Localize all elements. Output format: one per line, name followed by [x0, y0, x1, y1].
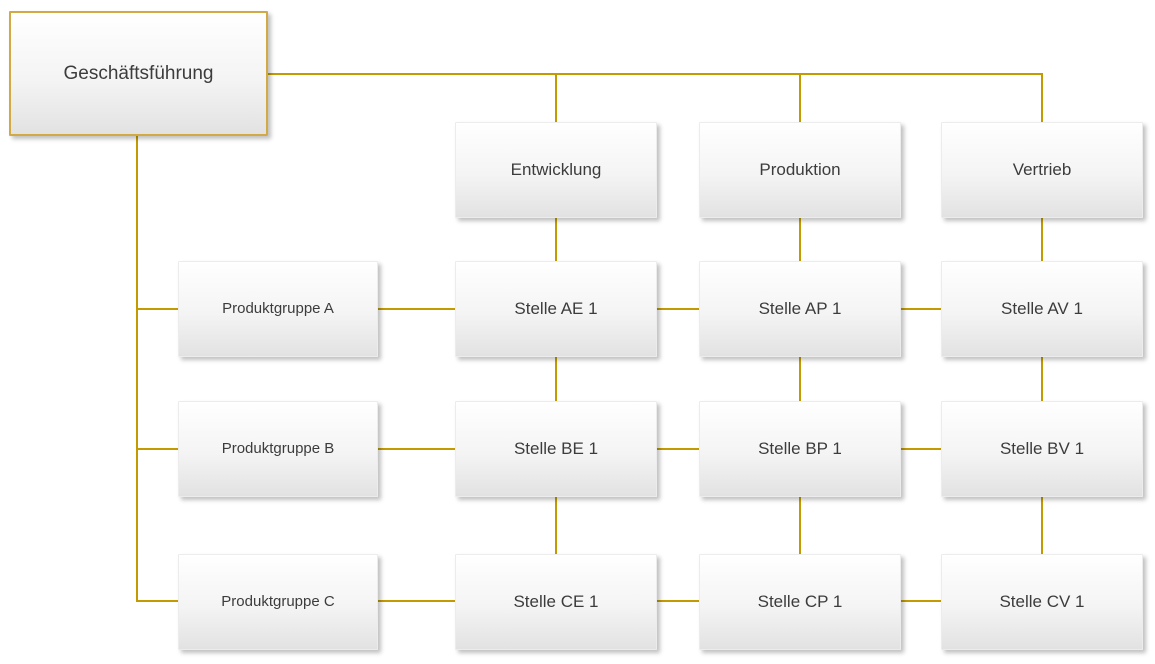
node-stelle-cp-1[interactable]: Stelle CP 1 — [699, 554, 901, 650]
node-stelle-av-1[interactable]: Stelle AV 1 — [941, 261, 1143, 357]
connector-col-v-a-to-b — [1041, 357, 1043, 401]
connector-col-e-a-to-b — [555, 357, 557, 401]
connector-row-c-seg2 — [657, 600, 699, 602]
connector-col-v-header-to-a — [1041, 218, 1043, 261]
node-stelle-cv-1-label: Stelle CV 1 — [999, 592, 1085, 612]
connector-row-a-seg3 — [900, 308, 941, 310]
connector-drop-entwicklung — [555, 74, 557, 122]
connector-drop-produktion — [799, 74, 801, 122]
node-stelle-ap-1-label: Stelle AP 1 — [758, 299, 842, 319]
node-produktgruppe-c[interactable]: Produktgruppe C — [178, 554, 378, 650]
connector-col-v-b-to-c — [1041, 497, 1043, 554]
node-entwicklung[interactable]: Entwicklung — [455, 122, 657, 218]
connector-row-a-seg1 — [378, 308, 455, 310]
connector-row-b-seg2 — [657, 448, 699, 450]
node-stelle-ap-1[interactable]: Stelle AP 1 — [699, 261, 901, 357]
connector-trunk-to-row-a — [136, 308, 178, 310]
node-stelle-be-1[interactable]: Stelle BE 1 — [455, 401, 657, 497]
connector-col-p-a-to-b — [799, 357, 801, 401]
connector-col-p-header-to-a — [799, 218, 801, 261]
node-stelle-cp-1-label: Stelle CP 1 — [757, 592, 843, 612]
node-produktgruppe-a-label: Produktgruppe A — [222, 299, 334, 317]
node-stelle-ae-1[interactable]: Stelle AE 1 — [455, 261, 657, 357]
connector-row-b-seg1 — [378, 448, 455, 450]
connector-col-e-header-to-a — [555, 218, 557, 261]
node-stelle-cv-1[interactable]: Stelle CV 1 — [941, 554, 1143, 650]
node-entwicklung-label: Entwicklung — [510, 160, 602, 180]
node-stelle-ce-1[interactable]: Stelle CE 1 — [455, 554, 657, 650]
node-produktgruppe-b[interactable]: Produktgruppe B — [178, 401, 378, 497]
node-vertrieb-label: Vertrieb — [1012, 160, 1072, 180]
connector-row-c-seg1 — [378, 600, 455, 602]
connector-col-e-b-to-c — [555, 497, 557, 554]
connector-col-p-b-to-c — [799, 497, 801, 554]
connector-root-trunk-vertical — [136, 136, 138, 602]
node-produktion-label: Produktion — [759, 160, 841, 180]
node-produktgruppe-c-label: Produktgruppe C — [221, 592, 335, 610]
node-stelle-ae-1-label: Stelle AE 1 — [514, 299, 598, 319]
node-stelle-be-1-label: Stelle BE 1 — [513, 439, 599, 459]
connector-drop-vertrieb — [1041, 74, 1043, 122]
node-stelle-bv-1-label: Stelle BV 1 — [999, 439, 1085, 459]
node-vertrieb[interactable]: Vertrieb — [941, 122, 1143, 218]
node-stelle-bp-1[interactable]: Stelle BP 1 — [699, 401, 901, 497]
connector-row-c-seg3 — [900, 600, 941, 602]
node-produktgruppe-a[interactable]: Produktgruppe A — [178, 261, 378, 357]
connector-row-b-seg3 — [900, 448, 941, 450]
node-stelle-ce-1-label: Stelle CE 1 — [513, 592, 599, 612]
node-stelle-bv-1[interactable]: Stelle BV 1 — [941, 401, 1143, 497]
node-geschaeftsfuehrung-label: Geschäftsführung — [63, 62, 214, 84]
node-geschaeftsfuehrung[interactable]: Geschäftsführung — [9, 11, 268, 136]
connector-trunk-to-row-c — [136, 600, 178, 602]
connector-root-to-columns-horizontal — [268, 73, 1043, 75]
node-produktion[interactable]: Produktion — [699, 122, 901, 218]
node-stelle-av-1-label: Stelle AV 1 — [1001, 299, 1083, 319]
connector-trunk-to-row-b — [136, 448, 178, 450]
node-stelle-bp-1-label: Stelle BP 1 — [758, 439, 842, 459]
connector-row-a-seg2 — [657, 308, 699, 310]
node-produktgruppe-b-label: Produktgruppe B — [221, 439, 335, 457]
